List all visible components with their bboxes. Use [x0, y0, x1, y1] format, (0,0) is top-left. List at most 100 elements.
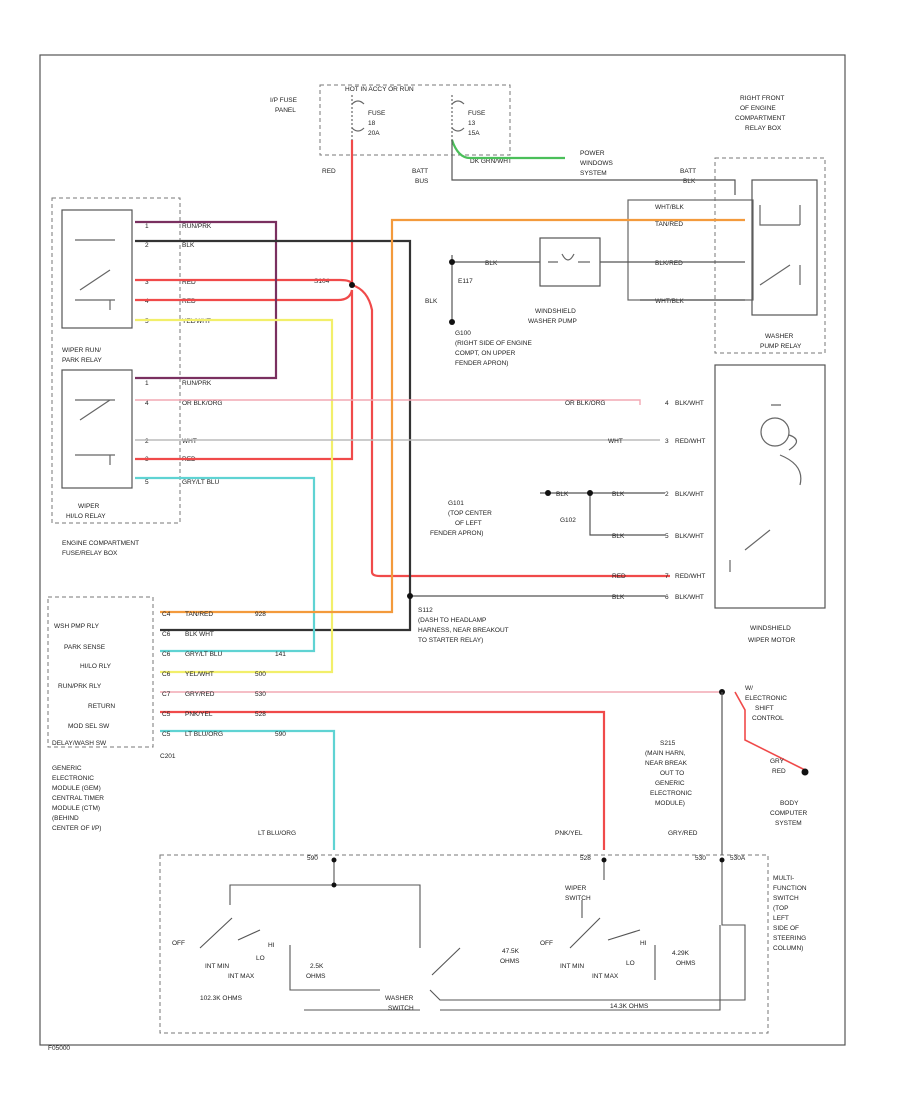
fuse-block-box	[319, 84, 511, 156]
lt-blu-org-label: LT BLU/ORG	[258, 830, 296, 837]
bot-pin-5: 5	[145, 479, 149, 486]
bot-wire-5: GRY/LT BLU	[182, 479, 220, 486]
batt-bus-label-2: BUS	[415, 178, 429, 185]
top-pin-1: 1	[145, 223, 149, 230]
bot-wire-3: WHT	[182, 438, 197, 445]
g101-label-3: OF LEFT	[455, 520, 482, 527]
dk-grn-wht-label: DK GRN/WHT	[470, 158, 512, 165]
gem-pin-6: C5	[162, 711, 171, 718]
r-left-label: 102.3K OHMS	[200, 995, 243, 1002]
motor-pin-3: 2	[665, 491, 669, 498]
rf-relay-label-3: COMPARTMENT	[735, 115, 785, 122]
gem-gauge-7: 590	[275, 731, 286, 738]
right-front-relay-box: RIGHT FRONT OF ENGINE COMPARTMENT RELAY …	[627, 95, 826, 354]
washer-pump-relay-label-2: PUMP RELAY	[760, 343, 802, 350]
fuse-13-label-3: 15A	[468, 130, 480, 137]
s112-label-3: HARNESS, NEAR BREAKOUT	[418, 627, 509, 634]
s215-label-3: NEAR BREAK	[645, 760, 688, 767]
motor-color-3: BLK/WHT	[675, 491, 704, 498]
fuse-13-label-2: 13	[468, 120, 476, 127]
right-pos-lo: LO	[626, 960, 635, 967]
motor-wire-4: BLK	[612, 533, 625, 540]
diagram-frame	[39, 54, 846, 1046]
gem-wire-2: BLK WHT	[185, 631, 214, 638]
s215-label-6: ELECTRONIC	[650, 790, 692, 797]
mfs-pin-2: 528	[580, 855, 591, 862]
wiper-switch-label-1: WIPER	[565, 885, 587, 892]
washer-pump-wire-label: BLK	[485, 260, 498, 267]
motor-color-1: BLK/WHT	[675, 400, 704, 407]
top-pin-5: 5	[145, 318, 149, 325]
s112-label-4: TO STARTER RELAY)	[418, 637, 483, 644]
gem-pin-5: C7	[162, 691, 171, 698]
body-computer-label-2: COMPUTER	[770, 810, 808, 817]
top-pin-3: 3	[145, 279, 149, 286]
motor-pin-2: 3	[665, 438, 669, 445]
left-pos-hi: HI	[268, 942, 275, 949]
relay-bottom-pins: 1 4 2 3 5 RUN/PRK OR BLK/ORG WHT RED GRY…	[145, 380, 222, 486]
mfs-label-5: LEFT	[773, 915, 789, 922]
gem-pin-2: C6	[162, 631, 171, 638]
s104-label: S104	[314, 278, 330, 285]
mfs-pin-3: 530	[695, 855, 706, 862]
shift-label-3: SHIFT	[755, 705, 774, 712]
gem-gauge-4: 500	[255, 671, 266, 678]
top-wire-3: RED	[182, 279, 196, 286]
relay-box-wire-wht-blk-2: WHT/BLK	[655, 298, 685, 305]
washer-pump-label-1: WINDSHIELD	[535, 308, 576, 315]
g101-label-4: FENDER APRON)	[430, 530, 483, 537]
motor-color-6: BLK/WHT	[675, 594, 704, 601]
relay-box-wire-blk-red: BLK/RED	[655, 260, 683, 267]
left-pos-lo: LO	[256, 955, 265, 962]
motor-pin-4: 5	[665, 533, 669, 540]
top-wire-2: BLK	[182, 242, 195, 249]
shift-label-4: CONTROL	[752, 715, 784, 722]
gem-wire-5: GRY/RED	[185, 691, 215, 698]
g101-label-1: G101	[448, 500, 464, 507]
top-pin-2: 2	[145, 242, 149, 249]
gem-label-2: ELECTRONIC	[52, 775, 94, 782]
gem-wire-4: YEL/WHT	[185, 671, 214, 678]
motor-wire-1: OR BLK/ORG	[565, 400, 605, 407]
gem-pin-label-1: WSH PMP RLY	[54, 623, 100, 630]
washer-switch-label-1: WASHER	[385, 995, 414, 1002]
batt-bus-label-1: BATT	[412, 168, 428, 175]
gem-pin-label-5: RETURN	[88, 703, 115, 710]
gem-label-5: MODULE (CTM)	[52, 805, 100, 812]
r-4-29k-1: 4.29K	[672, 950, 690, 957]
r-47k-1: 47.5K	[502, 948, 520, 955]
top-wire-4: RED	[182, 298, 196, 305]
washer-switch-label-2: SWITCH	[388, 1005, 414, 1012]
motor-pin-5: 7	[665, 573, 669, 580]
wire-harness	[135, 139, 806, 850]
relay-box-wire-batt: BATT	[680, 168, 696, 175]
s215-label-4: OUT TO	[660, 770, 684, 777]
gem-pin-1: C4	[162, 611, 171, 618]
rf-relay-label-1: RIGHT FRONT	[740, 95, 784, 102]
gem-pin-label-3: HI/LO RLY	[80, 663, 112, 670]
c201-label: C201	[160, 753, 176, 760]
motor-pin-6: 6	[665, 594, 669, 601]
fuse-18-label-3: 20A	[368, 130, 380, 137]
wiper-motor-label-2: WIPER MOTOR	[748, 637, 795, 644]
e117-label: E117	[458, 278, 473, 285]
gry-red-label: GRY/RED	[668, 830, 698, 837]
run-park-relay-label-1: WIPER RUN/	[62, 347, 101, 354]
relay-top-pins: 1 2 3 4 5 RUN/PRK BLK RED RED YEL/WHT	[145, 223, 212, 325]
blk-label: BLK	[425, 298, 438, 305]
hi-lo-relay-label-1: WIPER	[78, 503, 100, 510]
r-2-5k-2: OHMS	[306, 973, 326, 980]
fuse-block: I/P FUSE PANEL HOT IN ACCY OR RUN FUSE 1…	[270, 84, 511, 156]
gem-gauge-1: 928	[255, 611, 266, 618]
left-pos-int-min: INT MIN	[205, 963, 229, 970]
motor-color-2: RED/WHT	[675, 438, 705, 445]
run-park-relay-label-2: PARK RELAY	[62, 357, 103, 364]
fuse-13-label-1: FUSE	[468, 110, 486, 117]
power-windows-label-1: POWER	[580, 150, 605, 157]
gem-label-7: CENTER OF I/P)	[52, 825, 101, 832]
motor-wire-5: RED	[612, 573, 626, 580]
wiper-motor-label-1: WINDSHIELD	[750, 625, 791, 632]
power-windows-label-2: WINDOWS	[580, 160, 614, 167]
shift-label-1: W/	[745, 685, 753, 692]
mfs-label-1: MULTI-	[773, 875, 794, 882]
